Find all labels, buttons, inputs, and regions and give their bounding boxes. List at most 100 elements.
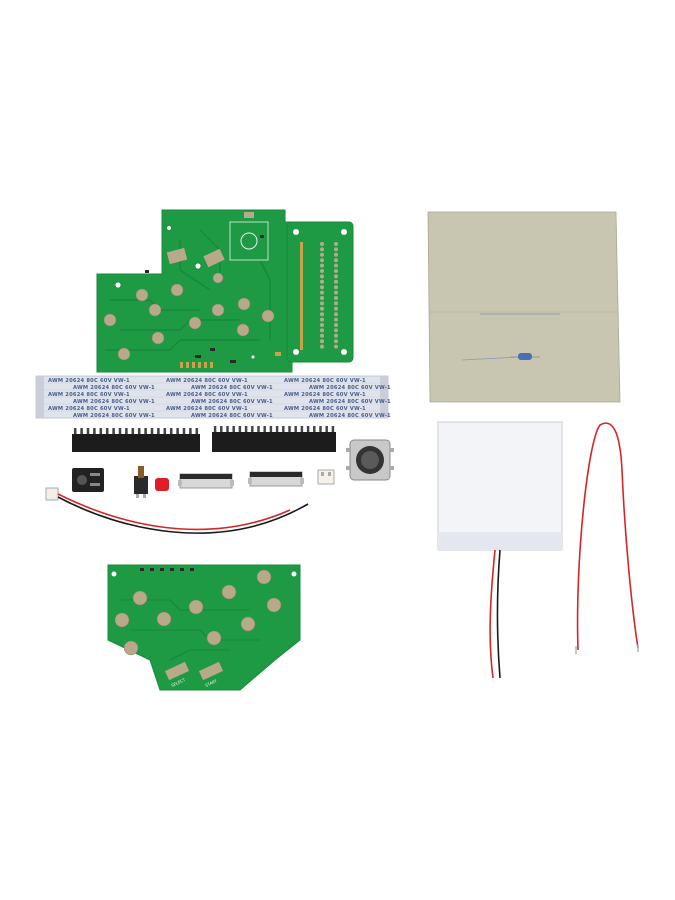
header-pin xyxy=(263,426,266,432)
adapter-pin-hole xyxy=(320,339,324,344)
audio-jack xyxy=(72,468,104,492)
adapter-pin-hole xyxy=(320,317,324,322)
header-pin xyxy=(319,426,322,432)
ribbon-print-text: AWM 20624 80C 60V VW-1 xyxy=(166,378,248,384)
header-pin xyxy=(269,426,273,432)
adapter-pin-hole xyxy=(320,333,324,338)
adapter-pin-hole xyxy=(320,312,324,317)
header-pin xyxy=(238,426,242,432)
adapter-pin-hole xyxy=(320,263,324,268)
header-pin xyxy=(189,428,192,434)
adapter-pin-hole xyxy=(334,339,338,344)
ribbon-print-text: AWM 20624 80C 60V VW-1 xyxy=(309,385,391,391)
adapter-pin-hole xyxy=(334,258,338,263)
ribbon-print-text: AWM 20624 80C 60V VW-1 xyxy=(309,413,391,419)
header-pin xyxy=(306,426,310,432)
pin-header-left xyxy=(72,428,200,452)
backlight-panel xyxy=(437,421,563,679)
adapter-pin-hole xyxy=(334,252,338,257)
adapter-pin-hole xyxy=(320,274,324,279)
header-pin xyxy=(137,428,141,434)
start-label: START xyxy=(204,678,218,688)
button-pcb-bottom: SELECT START xyxy=(107,564,301,691)
adapter-pin-hole xyxy=(320,252,324,257)
header-pin xyxy=(118,428,122,434)
header-pin xyxy=(86,428,90,434)
adapter-pin-hole xyxy=(334,269,338,273)
ribbon-print-text: AWM 20624 80C 60V VW-1 xyxy=(166,406,248,412)
loose-red-wire xyxy=(576,422,639,651)
adapter-pin-hole xyxy=(334,301,338,306)
adapter-pcb-40pin xyxy=(286,221,354,363)
adapter-pin-hole xyxy=(320,290,324,295)
header-pin xyxy=(195,428,199,434)
header-pin xyxy=(251,426,254,432)
ribbon-print-text: AWM 20624 80C 60V VW-1 xyxy=(48,378,130,384)
header-pin xyxy=(275,426,279,432)
adapter-pin-hole xyxy=(334,333,338,338)
polarizer-film xyxy=(427,211,621,403)
header-pin xyxy=(257,426,260,432)
adapter-pin-hole xyxy=(334,306,338,311)
ribbon-print-text: AWM 20624 80C 60V VW-1 xyxy=(284,406,366,412)
resistor xyxy=(510,353,540,360)
header-pin xyxy=(220,426,223,432)
adapter-pin-hole xyxy=(320,301,324,306)
header-pin xyxy=(213,426,217,432)
adapter-pin-hole xyxy=(334,290,338,295)
header-pin xyxy=(325,426,328,432)
button-pads-top xyxy=(103,272,275,361)
adapter-pin-hole xyxy=(334,242,338,246)
adapter-pin-hole xyxy=(334,247,338,252)
adapter-pin-hole xyxy=(320,279,324,284)
mount-holes xyxy=(114,225,256,360)
adapter-pin-hole xyxy=(320,344,324,349)
pad-l-shoulder xyxy=(166,247,188,265)
jst-connector xyxy=(317,469,335,485)
adapter-pin-hole xyxy=(320,269,324,273)
main-pcb-top xyxy=(96,209,293,373)
ribbon-print-text: AWM 20624 80C 60V VW-1 xyxy=(191,399,273,405)
red-led-button xyxy=(155,478,169,491)
header-pin xyxy=(288,426,291,432)
header-pin xyxy=(169,428,173,434)
header-pin xyxy=(294,426,297,432)
header-pin xyxy=(144,428,147,434)
adapter-pin-hole xyxy=(320,258,324,263)
edge-pins-top-board xyxy=(180,362,213,368)
header-pin xyxy=(93,428,96,434)
header-pin xyxy=(105,428,109,434)
header-pin xyxy=(282,426,285,432)
ribbon-print-text: AWM 20624 80C 60V VW-1 xyxy=(48,406,130,412)
adapter-pin-hole xyxy=(320,306,324,311)
header-pin xyxy=(226,426,229,432)
ribbon-print-text: AWM 20624 80C 60V VW-1 xyxy=(73,399,155,405)
header-pin xyxy=(73,428,77,434)
analog-joystick xyxy=(346,439,394,481)
adapter-pin-hole xyxy=(334,296,338,300)
ribbon-print-text: AWM 20624 80C 60V VW-1 xyxy=(48,392,130,398)
adapter-pin-hole xyxy=(320,285,324,290)
slide-switch xyxy=(134,466,148,498)
adapter-pin-hole xyxy=(334,274,338,279)
ribbon-print-text: AWM 20624 80C 60V VW-1 xyxy=(191,385,273,391)
header-pin xyxy=(80,428,83,434)
header-pin xyxy=(125,428,128,434)
adapter-pin-hole xyxy=(320,247,324,252)
header-pin xyxy=(300,426,304,432)
header-pin xyxy=(232,426,235,432)
ribbon-print-text: AWM 20624 80C 60V VW-1 xyxy=(284,378,366,384)
joystick-footprint xyxy=(229,212,269,261)
header-pin xyxy=(313,426,316,432)
adapter-pin-hole xyxy=(320,242,324,246)
ribbon-print-text: AWM 20624 80C 60V VW-1 xyxy=(73,413,155,419)
header-pin xyxy=(182,428,186,434)
adapter-pin-hole xyxy=(334,344,338,349)
header-pin xyxy=(99,428,103,434)
smd-components xyxy=(145,235,281,363)
select-label: SELECT xyxy=(170,677,186,688)
adapter-pin-hole xyxy=(334,263,338,268)
header-pin xyxy=(150,428,154,434)
